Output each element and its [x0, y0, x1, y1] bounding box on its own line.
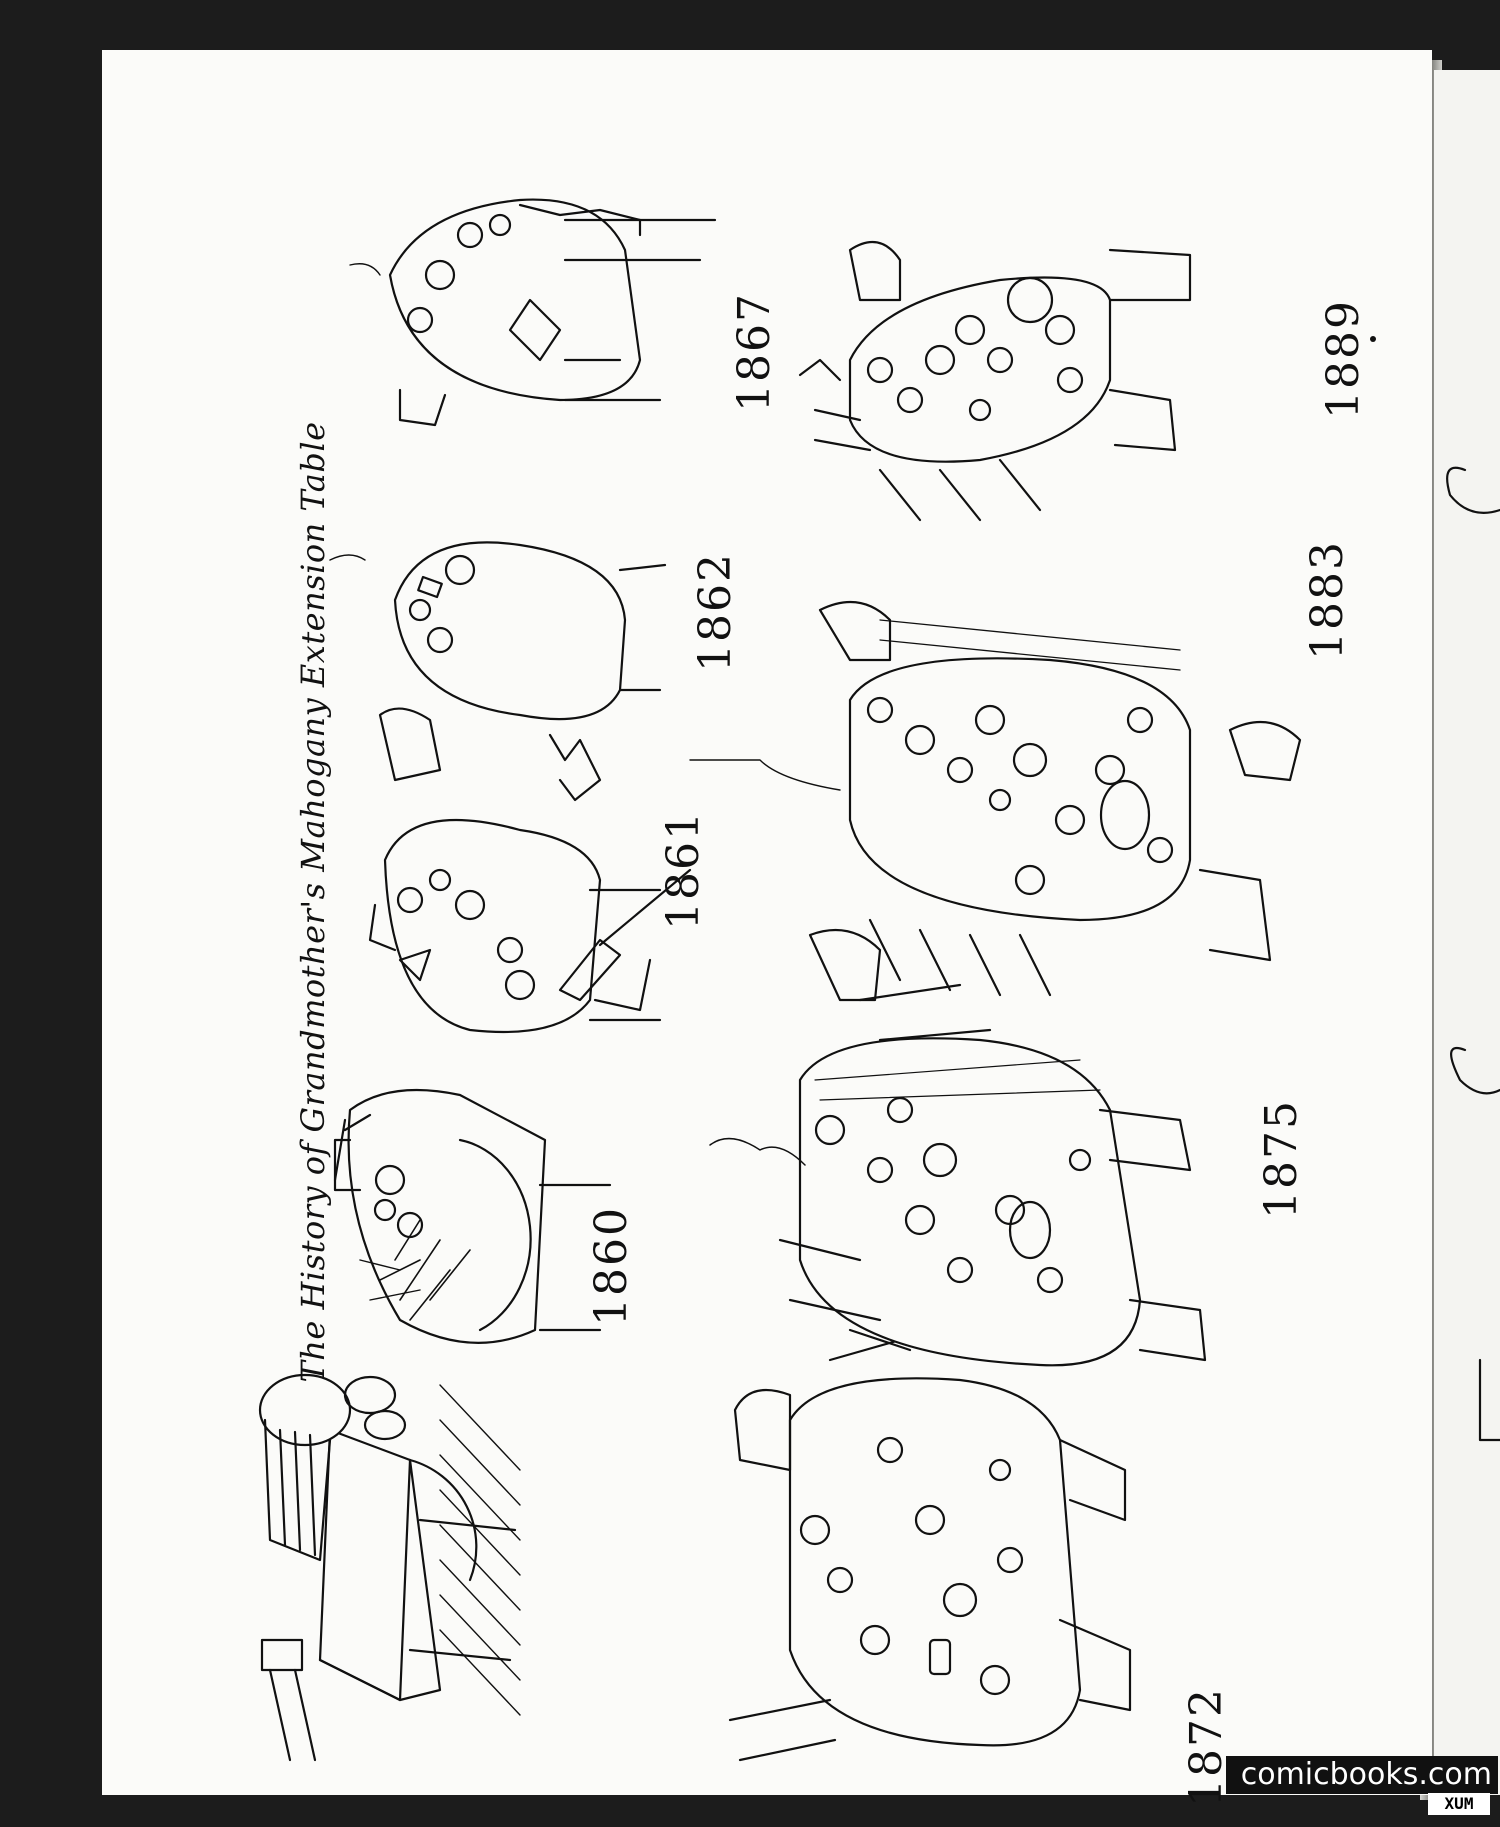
- year-label-1883: 1883: [1302, 540, 1353, 660]
- table-1867-illustration: [349, 198, 717, 427]
- adjacent-page-edge: [1434, 70, 1500, 1795]
- site-watermark: comicbooks.com: [1226, 1756, 1498, 1794]
- table-1860-illustration: [333, 1088, 612, 1344]
- page-title: The History of Grandmother's Mahogany Ex…: [294, 421, 332, 1383]
- year-label-1867: 1867: [729, 292, 780, 412]
- table-1872-illustration: [728, 1328, 1132, 1762]
- year-label-1875: 1875: [1256, 1099, 1307, 1219]
- next-page-fragment: [1446, 466, 1500, 514]
- year-label-1889: 1889: [1318, 299, 1369, 419]
- table-1861-illustration: [368, 818, 692, 1034]
- table-1875-illustration: [709, 928, 1207, 1367]
- table-1889-illustration: [798, 240, 1192, 522]
- table-1883-illustration: [689, 600, 1302, 997]
- page-speck: [1370, 336, 1376, 342]
- year-label-1872: 1872: [1181, 1687, 1232, 1807]
- watermark-tag: XUM: [1428, 1793, 1490, 1815]
- year-label-1861: 1861: [658, 810, 709, 930]
- table-1850s-illustration: [258, 1373, 521, 1762]
- year-label-1862: 1862: [690, 552, 741, 672]
- table-1862-illustration: [329, 541, 667, 802]
- year-label-1860: 1860: [586, 1206, 637, 1326]
